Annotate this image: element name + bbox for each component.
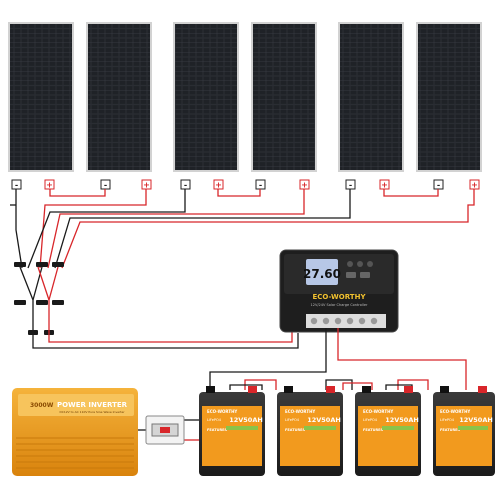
solar-panel [173,22,239,172]
negative-terminal-box: - [180,179,191,190]
lcd-reading: 27.60 [303,267,341,281]
controller-button[interactable] [346,272,356,278]
battery-capacity: 12V50AH [307,416,341,424]
inline-fuse [145,415,185,445]
battery-features: FEATURES [363,428,384,432]
negative-terminal-box: - [11,179,22,190]
positive-terminal-box: + [141,179,152,190]
negative-post [284,386,293,393]
battery-chemistry: LiFePO4 [207,418,222,422]
solar-panel [8,22,74,172]
controller-button[interactable] [360,272,370,278]
controller-brand: ECO-WORTHY [312,293,366,301]
battery-features: FEATURES [440,428,461,432]
negative-post [206,386,215,393]
terminal-block [306,314,386,328]
negative-terminal-box: - [100,179,111,190]
svg-text:-: - [349,181,352,190]
battery: ECO-WORTHY LiFePO4 12V50AH FEATURES [355,386,421,476]
svg-text:-: - [184,181,187,190]
positive-post [248,386,257,393]
svg-text:+: + [301,181,308,190]
battery-brand: ECO-WORTHY [285,409,315,414]
svg-text:-: - [15,181,18,190]
battery-chemistry: LiFePO4 [440,418,455,422]
battery: ECO-WORTHY LiFePO4 12V50AH FEATURES [433,386,495,476]
panel-terminals: - + - + - + - + - + - + [11,179,480,190]
positive-terminal-box: + [299,179,310,190]
branch-connectors [14,262,64,335]
positive-post [404,386,413,393]
svg-text:-: - [259,181,262,190]
battery-wiring [138,328,467,441]
svg-text:-: - [437,181,440,190]
negative-terminal-box: - [345,179,356,190]
solar-panel [338,22,404,172]
power-inverter: 3000W POWER INVERTER DC12V to AC 110V Pu… [12,388,138,476]
negative-post [362,386,371,393]
solar-panel-array [8,22,482,172]
branch-wiring [19,266,299,349]
battery: ECO-WORTHY LiFePO4 12V50AH FEATURES [199,386,265,476]
battery-bank: ECO-WORTHY LiFePO4 12V50AH FEATURES ECO-… [199,386,495,476]
svg-text:-: - [104,181,107,190]
negative-terminal-box: - [255,179,266,190]
svg-text:+: + [471,181,478,190]
lcd-screen [306,259,338,285]
battery-chemistry: LiFePO4 [285,418,300,422]
positive-terminal-box: + [213,179,224,190]
inverter-subtitle: DC12V to AC 110V Pure Sine Wave Inverter [59,410,125,414]
battery-brand: ECO-WORTHY [440,409,470,414]
solar-panel [416,22,482,172]
svg-text:+: + [143,181,150,190]
svg-text:+: + [381,181,388,190]
battery-brand: ECO-WORTHY [207,409,237,414]
svg-text:+: + [46,181,53,190]
positive-terminal-box: + [379,179,390,190]
positive-terminal-box: + [44,179,55,190]
solar-panel [251,22,317,172]
indicator-led [357,261,363,267]
positive-post [478,386,487,393]
charge-controller: 27.60 ECO-WORTHY 12V/24V Solar Charge Co… [279,249,399,333]
positive-terminal-box: + [469,179,480,190]
battery: ECO-WORTHY LiFePO4 12V50AH FEATURES [277,386,343,476]
battery-brand: ECO-WORTHY [363,409,393,414]
negative-post [440,386,449,393]
panel-wiring [10,189,475,269]
inverter-brand: 3000W [30,402,54,409]
indicator-led [367,261,373,267]
battery-capacity: 12V50AH [385,416,419,424]
battery-features: FEATURES [207,428,228,432]
battery-chemistry: LiFePO4 [363,418,378,422]
svg-text:+: + [215,181,222,190]
battery-capacity: 12V50AH [459,416,493,424]
indicator-led [347,261,353,267]
solar-panel [86,22,152,172]
controller-subtitle: 12V/24V Solar Charge Controller [311,303,368,307]
inverter-title: POWER INVERTER [57,401,128,409]
battery-capacity: 12V50AH [229,416,263,424]
battery-features: FEATURES [285,428,306,432]
negative-terminal-box: - [433,179,444,190]
positive-post [326,386,335,393]
